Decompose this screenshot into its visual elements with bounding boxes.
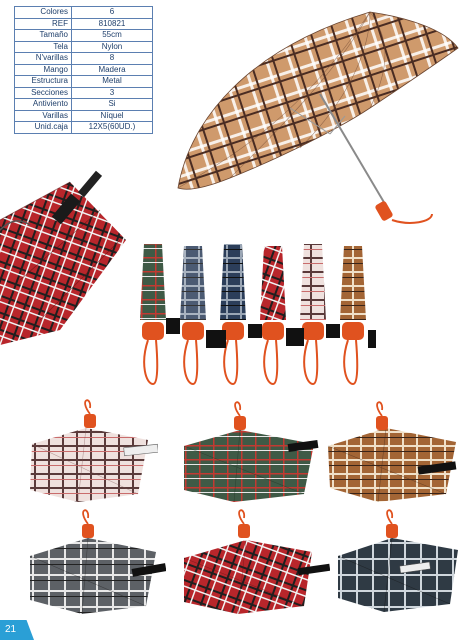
spec-label: Secciones <box>14 86 72 99</box>
spec-label: Antiviento <box>14 98 72 111</box>
closed-umbrella-navy <box>220 244 246 386</box>
closed-umbrella-brown <box>340 246 366 386</box>
folded-umbrella-brown-image <box>327 401 457 503</box>
spec-label: REF <box>14 17 72 30</box>
six-closed-umbrellas-image <box>140 244 376 386</box>
folded-umbrella-pink-image <box>30 399 158 503</box>
spec-label: Varillas <box>14 109 72 122</box>
spec-label: Tamaño <box>14 29 72 42</box>
closed-umbrella-red-image <box>0 170 126 345</box>
closed-umbrella-navy-grey <box>180 246 206 386</box>
page-number-badge: 21 <box>0 620 34 640</box>
spec-value: 3 <box>71 86 153 99</box>
folded-umbrella-red-image <box>183 509 330 615</box>
closed-umbrella-red <box>260 246 286 386</box>
spec-label: Colores <box>14 6 72 19</box>
spec-label: Tela <box>14 40 72 53</box>
spec-value: Metal <box>71 75 153 88</box>
hang-tags <box>166 318 376 348</box>
open-umbrella-image <box>177 11 459 224</box>
folded-umbrella-slate-image <box>337 509 458 613</box>
spec-value: 55cm <box>71 29 153 42</box>
page-number: 21 <box>5 624 17 635</box>
spec-value: 8 <box>71 52 153 65</box>
spec-value: Nylon <box>71 40 153 53</box>
spec-label: Estructura <box>14 75 72 88</box>
folded-umbrella-green-image <box>183 401 319 503</box>
spec-label: Unid.caja <box>14 121 72 134</box>
spec-value: 810821 <box>71 17 153 30</box>
closed-umbrella-green <box>140 244 166 386</box>
spec-label: N'varillas <box>14 52 72 65</box>
spec-label: Mango <box>14 63 72 76</box>
spec-value: 12X5(60UD.) <box>71 121 153 134</box>
spec-value: Níquel <box>71 109 153 122</box>
spec-value: Madera <box>71 63 153 76</box>
folded-umbrella-grey-image <box>29 509 166 615</box>
spec-value: 6 <box>71 6 153 19</box>
spec-value: Si <box>71 98 153 111</box>
closed-umbrella-pink <box>300 244 326 386</box>
